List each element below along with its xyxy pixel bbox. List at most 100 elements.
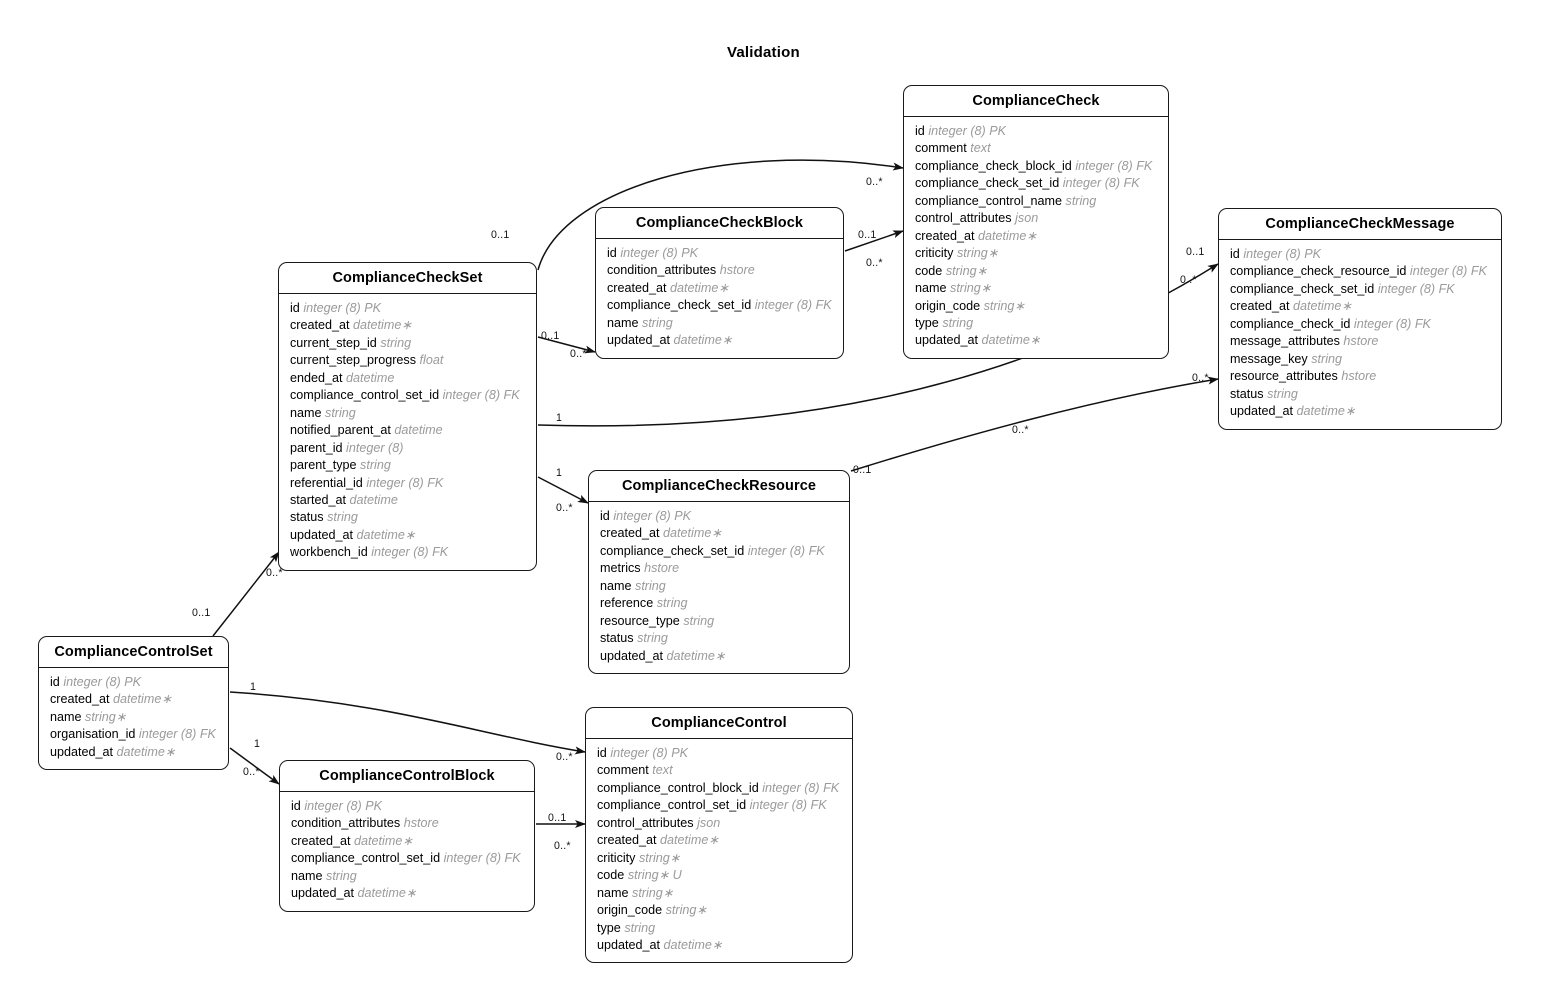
attribute-row: name string∗: [586, 885, 852, 902]
attribute-type: string: [942, 315, 974, 330]
attribute-type: datetime∗: [981, 333, 1041, 348]
attribute-type: string∗: [945, 263, 988, 278]
attribute-name: compliance_check_set_id: [600, 543, 745, 558]
attribute-name: name: [607, 315, 639, 330]
attribute-row: created_at datetime∗: [589, 525, 849, 542]
attribute-type: hstore: [644, 561, 680, 576]
attribute-name: current_step_progress: [290, 353, 417, 368]
attribute-row: code string∗ U: [586, 867, 852, 884]
attribute-row: compliance_control_name string: [904, 193, 1168, 210]
attribute-row: created_at datetime∗: [279, 317, 536, 334]
attribute-name: compliance_check_set_id: [607, 298, 752, 313]
attribute-type: json: [1015, 211, 1039, 226]
attribute-type: datetime∗: [670, 280, 729, 295]
entity-title: ComplianceCheckResource: [589, 471, 849, 502]
attribute-name: name: [290, 405, 322, 420]
attribute-type: string: [325, 405, 356, 420]
attribute-name: created_at: [607, 280, 667, 295]
attribute-row: name string∗: [39, 709, 228, 726]
attribute-row: id integer (8) PK: [39, 674, 228, 691]
cardinality-label: 0..*: [570, 348, 587, 360]
cardinality-label: 1: [254, 738, 261, 750]
attribute-row: name string: [280, 868, 534, 885]
attribute-name: ended_at: [290, 370, 343, 385]
cardinality-label: 0..*: [554, 840, 571, 852]
attribute-name: updated_at: [600, 648, 664, 663]
attribute-name: organisation_id: [50, 727, 136, 742]
attribute-type: integer (8) PK: [1243, 247, 1322, 261]
attribute-name: parent_id: [290, 440, 343, 455]
attribute-name: status: [290, 510, 324, 525]
cardinality-label: 1: [250, 681, 257, 693]
relationship-checkset-to-checkresource: [537, 476, 589, 504]
attribute-name: compliance_check_set_id: [915, 176, 1060, 191]
attribute-type: integer (8) PK: [303, 301, 382, 315]
attribute-type: string∗: [956, 246, 999, 261]
attribute-type: integer (8) FK: [371, 545, 449, 560]
attribute-type: datetime: [346, 370, 395, 385]
attribute-row: comment text: [586, 762, 852, 779]
entity-title: ComplianceControlBlock: [280, 761, 534, 792]
attribute-name: updated_at: [597, 937, 661, 952]
cardinality-label: 0..*: [1192, 372, 1209, 384]
attribute-name: message_key: [1230, 351, 1308, 366]
attribute-row: reference string: [589, 595, 849, 612]
attribute-row: id integer (8) PK: [586, 745, 852, 762]
attribute-name: id: [607, 246, 617, 260]
attribute-row: control_attributes json: [586, 815, 852, 832]
attribute-type: text: [652, 763, 673, 778]
cardinality-label: 0..1: [192, 607, 211, 619]
attribute-name: metrics: [600, 561, 641, 576]
attribute-row: organisation_id integer (8) FK: [39, 726, 228, 743]
attribute-row: message_key string: [1219, 351, 1501, 368]
attribute-name: type: [597, 920, 621, 935]
attribute-row: ended_at datetime: [279, 370, 536, 387]
attribute-name: resource_attributes: [1230, 369, 1338, 384]
attribute-row: compliance_control_set_id integer (8) FK: [279, 387, 536, 404]
attribute-name: id: [600, 509, 610, 523]
attribute-type: string∗ U: [627, 868, 682, 883]
attribute-name: compliance_check_id: [1230, 316, 1351, 331]
attribute-type: string∗: [85, 709, 127, 724]
attribute-type: integer (8) FK: [1377, 281, 1455, 296]
attribute-row: compliance_check_block_id integer (8) FK: [904, 158, 1168, 175]
attribute-name: created_at: [291, 833, 351, 848]
attribute-row: id integer (8) PK: [279, 300, 536, 317]
attribute-type: datetime∗: [660, 833, 719, 848]
attribute-row: compliance_check_set_id integer (8) FK: [904, 175, 1168, 192]
attribute-type: datetime∗: [666, 648, 726, 663]
attribute-name: created_at: [290, 318, 350, 333]
attribute-name: status: [600, 631, 634, 646]
attribute-type: integer (8) FK: [1353, 316, 1431, 331]
attribute-name: created_at: [597, 833, 657, 848]
cardinality-label: 0..1: [541, 330, 560, 342]
attribute-name: id: [291, 799, 301, 813]
attribute-name: workbench_id: [290, 545, 368, 560]
attribute-row: current_step_id string: [279, 335, 536, 352]
entity-title: ComplianceCheckBlock: [596, 208, 843, 239]
attribute-name: compliance_control_set_id: [290, 388, 440, 403]
attribute-row: name string: [589, 578, 849, 595]
attribute-name: created_at: [50, 692, 110, 707]
attribute-type: string: [1267, 386, 1298, 401]
cardinality-label: 0..1: [858, 229, 877, 241]
attribute-row: control_attributes json: [904, 210, 1168, 227]
relationship-controlset-to-checkset: [212, 551, 280, 637]
attribute-name: condition_attributes: [607, 263, 717, 278]
attribute-type: datetime∗: [1296, 404, 1356, 419]
attribute-name: criticity: [597, 850, 636, 865]
attribute-name: status: [1230, 386, 1264, 401]
attribute-row: started_at datetime: [279, 492, 536, 509]
attribute-type: string: [327, 510, 358, 525]
